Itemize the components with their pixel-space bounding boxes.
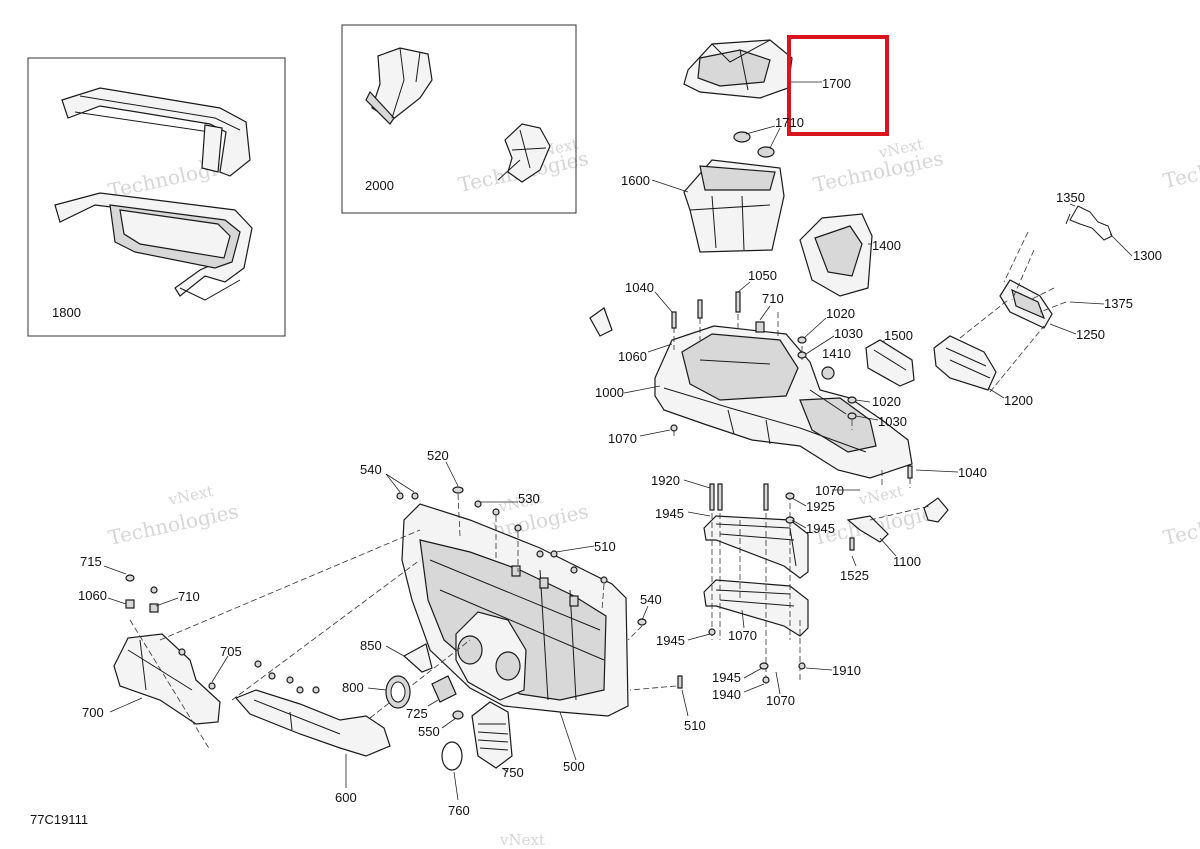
part-1350-1300-clip [1065, 205, 1113, 241]
part-760-clamp [441, 741, 463, 771]
watermark-group: vNext Technologies vNext Technologies vN… [106, 135, 1200, 849]
part-725-grille [431, 675, 457, 703]
callout-600: 600 [335, 790, 357, 805]
part-1400-cover [799, 213, 873, 297]
part-1600-bin [683, 159, 785, 253]
part-800-ring [385, 675, 411, 709]
callout-1945-b: 1945 [806, 521, 835, 536]
callout-510-a: 510 [594, 539, 616, 554]
callout-1000: 1000 [595, 385, 624, 400]
callout-710-a: 710 [762, 291, 784, 306]
callout-1030-b: 1030 [878, 414, 907, 429]
callout-1700: 1700 [822, 76, 851, 91]
fasteners-panel [396, 486, 683, 691]
callout-1020-a: 1020 [826, 306, 855, 321]
callout-1920: 1920 [651, 473, 680, 488]
callout-725: 725 [406, 706, 428, 721]
callout-1040-a: 1040 [625, 280, 654, 295]
callout-1375: 1375 [1104, 296, 1133, 311]
callout-1925: 1925 [806, 499, 835, 514]
callout-1070-b: 1070 [815, 483, 844, 498]
callout-1945-c: 1945 [656, 633, 685, 648]
callout-1945-a: 1945 [655, 506, 684, 521]
part-550-ring [452, 710, 464, 720]
callout-1910: 1910 [832, 663, 861, 678]
callout-1400: 1400 [872, 238, 901, 253]
highlight-box [787, 35, 889, 136]
duct-part-drawing [365, 47, 433, 125]
callout-1350: 1350 [1056, 190, 1085, 205]
callout-1100: 1100 [893, 554, 921, 569]
callout-500: 500 [563, 759, 585, 774]
watermark-text: Technologies [1161, 499, 1200, 550]
callout-1525: 1525 [840, 568, 869, 583]
callout-540-a: 540 [360, 462, 382, 477]
callout-700: 700 [82, 705, 104, 720]
callout-1020-b: 1020 [872, 394, 901, 409]
part-850-funnel [402, 643, 433, 673]
watermark-text: vNext [856, 482, 905, 509]
callout-1030-a: 1030 [834, 326, 863, 341]
callout-1040-b: 1040 [958, 465, 987, 480]
callout-1050: 1050 [748, 268, 777, 283]
watermark-text: Technologies [106, 152, 240, 203]
diagram-code: 77C19111 [30, 812, 88, 827]
callout-550: 550 [418, 724, 440, 739]
callout-705: 705 [220, 644, 242, 659]
callout-520: 520 [427, 448, 449, 463]
inset-2000: 2000 [341, 24, 577, 214]
callout-1945-d: 1945 [712, 670, 741, 685]
callout-760: 760 [448, 803, 470, 818]
callout-1410: 1410 [822, 346, 851, 361]
callout-1600: 1600 [621, 173, 650, 188]
part-1250-bezel [999, 279, 1053, 329]
callout-530: 530 [518, 491, 540, 506]
part-1500-switch [865, 339, 915, 387]
frame-upper-drawing [61, 87, 251, 177]
inset-1800: 1800 [27, 57, 286, 337]
callout-1250: 1250 [1076, 327, 1105, 342]
frame-lower-drawing [54, 192, 253, 301]
callout-750: 750 [502, 765, 524, 780]
part-500-panel [401, 503, 629, 717]
callout-715: 715 [80, 554, 102, 569]
callout-800: 800 [342, 680, 364, 695]
part-1700-lid [683, 39, 793, 99]
callout-1500: 1500 [884, 328, 913, 343]
callout-540-b: 540 [640, 592, 662, 607]
callout-850: 850 [360, 638, 382, 653]
callout-1200: 1200 [1004, 393, 1033, 408]
part-700-bracket [113, 529, 421, 751]
part-750-duct [471, 701, 513, 769]
callout-1800: 1800 [52, 305, 81, 320]
callout-510-b: 510 [684, 718, 706, 733]
callout-1070-d: 1070 [766, 693, 795, 708]
callout-1060-a: 1060 [618, 349, 647, 364]
callout-1070-c: 1070 [728, 628, 757, 643]
callout-1710: 1710 [775, 115, 804, 130]
callout-1070-a: 1070 [608, 431, 637, 446]
part-1000-console [654, 325, 913, 479]
part-1200-housing [933, 335, 997, 391]
watermark-text: Technologies [1161, 142, 1200, 193]
callout-1940: 1940 [712, 687, 741, 702]
inset-box [27, 57, 286, 337]
callout-2000: 2000 [365, 178, 394, 193]
watermark-text: vNext [499, 831, 545, 849]
callout-1300: 1300 [1133, 248, 1162, 263]
part-1100-bracket [846, 497, 949, 551]
part-1410-knob [821, 366, 835, 380]
fasteners-console [589, 291, 913, 488]
callout-1060-b: 1060 [78, 588, 107, 603]
callout-710-b: 710 [178, 589, 200, 604]
bracket-part-drawing [497, 123, 551, 183]
part-1710-grommets [733, 131, 775, 158]
part-600-bracket [231, 559, 471, 757]
bracket-assembly-1900 [703, 483, 809, 684]
inset-box [341, 24, 577, 214]
